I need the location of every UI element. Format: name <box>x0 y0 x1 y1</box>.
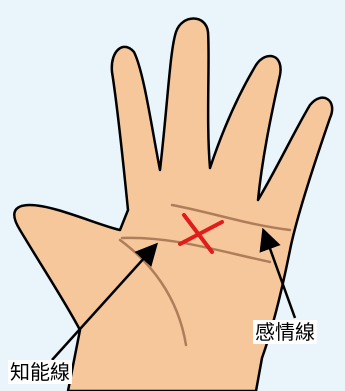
intellect-line-label: 知能線 <box>8 360 72 384</box>
heart-line-label: 感情線 <box>253 320 317 344</box>
